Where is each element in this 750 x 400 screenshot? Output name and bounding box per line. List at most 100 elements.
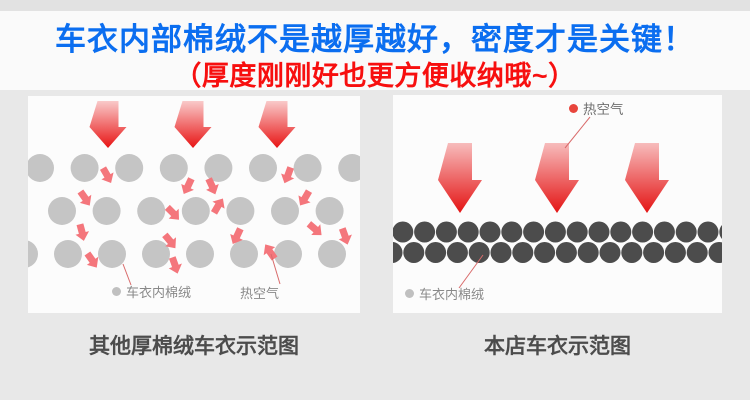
banner: 车衣内部棉绒不是越厚越好，密度才是关键！ （厚度刚刚好也更方便收纳哦~） bbox=[0, 11, 750, 91]
hot-air-arrow bbox=[438, 143, 482, 213]
deflected-air-arrow-icon bbox=[164, 204, 180, 220]
legend-fleece-label: 车衣内棉绒 bbox=[126, 285, 192, 300]
loose-fleece-dot bbox=[98, 240, 126, 268]
dense-fleece-dot bbox=[414, 221, 436, 243]
pointer-line bbox=[122, 263, 132, 286]
banner-subtitle: （厚度刚刚好也更方便收纳哦~） bbox=[174, 61, 576, 91]
loose-fleece-dot bbox=[92, 197, 121, 225]
panel-our-cover: 热空气 车衣内棉绒 bbox=[393, 95, 722, 313]
dense-fleece-dot bbox=[457, 221, 479, 243]
dense-fleece-dot bbox=[610, 221, 632, 243]
pointer-line bbox=[270, 253, 281, 285]
loose-fleece-dot bbox=[181, 197, 210, 225]
hot-air-arrow bbox=[535, 143, 579, 213]
panel-other-cover: 车衣内棉绒 热空气 bbox=[28, 96, 360, 313]
dense-fleece-dot bbox=[555, 242, 577, 263]
deflected-air-arrow-icon bbox=[168, 256, 182, 274]
dense-fleece-dot bbox=[632, 221, 654, 243]
deflected-air-arrow-icon bbox=[181, 177, 195, 194]
deflected-air-arrow-icon bbox=[77, 189, 92, 206]
fleece-bullet-icon bbox=[112, 287, 121, 296]
deflected-air-arrow-icon bbox=[263, 244, 278, 261]
top-strip bbox=[0, 0, 750, 11]
dense-fleece-dot bbox=[697, 221, 719, 243]
loose-fleece-dot bbox=[186, 240, 214, 268]
dense-fleece-dot bbox=[523, 221, 545, 243]
hot-air-arrow bbox=[625, 143, 669, 213]
dense-fleece-dot bbox=[686, 242, 708, 263]
hot-air-bullet-icon bbox=[569, 103, 578, 113]
deflected-air-arrow-icon bbox=[281, 166, 295, 184]
fleece-bullet-icon bbox=[405, 289, 414, 298]
dense-fleece-dot bbox=[534, 242, 556, 263]
deflected-air-arrow-icon bbox=[205, 177, 219, 195]
deflected-air-arrow-icon bbox=[99, 166, 114, 184]
loose-fleece-dot bbox=[338, 154, 360, 182]
banner-title: 车衣内部棉绒不是越厚越好，密度才是关键！ bbox=[55, 22, 695, 57]
deflected-air-arrow-icon bbox=[210, 198, 225, 215]
dense-fleece-dot bbox=[544, 221, 566, 243]
loose-fleece-dot bbox=[159, 154, 188, 182]
dense-fleece-dot bbox=[588, 221, 610, 243]
loose-fleece-dot bbox=[318, 240, 346, 268]
loose-fleece-dot bbox=[142, 240, 170, 268]
dense-fleece-dot bbox=[664, 242, 686, 263]
loose-fleece-dot bbox=[293, 154, 322, 182]
dense-fleece-dot bbox=[479, 221, 501, 243]
legend-hot-air-right: 热空气 bbox=[569, 98, 624, 118]
deflected-air-arrow-icon bbox=[338, 227, 352, 245]
dense-fleece-dot bbox=[653, 221, 675, 243]
loose-fleece-dot bbox=[48, 197, 76, 225]
loose-fleece-dot bbox=[226, 197, 255, 225]
loose-fleece-dot bbox=[28, 154, 54, 182]
dense-fleece-dot bbox=[435, 221, 457, 243]
dense-fleece-dot bbox=[621, 242, 643, 263]
deflected-air-arrow-icon bbox=[84, 251, 99, 268]
legend-fleece-left: 车衣内棉绒 bbox=[112, 282, 191, 301]
deflected-air-arrow-icon bbox=[162, 232, 177, 249]
loose-fleece-dot bbox=[54, 240, 82, 268]
hot-air-arrow bbox=[174, 101, 212, 148]
legend-fleece-right: 车衣内棉绒 bbox=[405, 284, 484, 303]
legend-fleece-label: 车衣内棉绒 bbox=[419, 287, 485, 302]
dense-fleece-dot bbox=[490, 242, 512, 263]
caption-our-cover: 本店车衣示范图 bbox=[484, 335, 631, 358]
deflected-air-arrow-icon bbox=[75, 223, 90, 241]
loose-fleece-dot bbox=[204, 154, 233, 182]
legend-hot-air-left: 热空气 bbox=[240, 283, 279, 302]
loose-fleece-dot bbox=[271, 197, 299, 225]
loose-fleece-dot bbox=[28, 240, 38, 268]
pointer-line bbox=[564, 116, 591, 149]
dense-fleece-dot bbox=[566, 221, 588, 243]
caption-other-cover: 其他厚棉绒车衣示范图 bbox=[89, 335, 299, 358]
loose-fleece-dot bbox=[315, 197, 344, 225]
loose-fleece-dot bbox=[137, 197, 166, 225]
deflected-air-arrow-icon bbox=[306, 221, 322, 236]
dense-fleece-dot bbox=[403, 242, 425, 263]
pointer-line bbox=[458, 254, 484, 289]
legend-air-label: 热空气 bbox=[583, 102, 624, 117]
loose-fleece-dot bbox=[70, 154, 99, 182]
loose-fleece-dot bbox=[249, 154, 277, 182]
deflected-air-arrow-icon bbox=[230, 227, 244, 244]
dense-fleece-dot bbox=[446, 242, 468, 263]
dense-fleece-dot bbox=[512, 242, 534, 263]
dense-fleece-dot bbox=[501, 221, 523, 243]
loose-fleece-diagram bbox=[28, 101, 360, 286]
loose-fleece-dot bbox=[230, 240, 258, 268]
loose-fleece-dot bbox=[115, 154, 144, 182]
dense-fleece-dot bbox=[577, 242, 599, 263]
loose-fleece-dot bbox=[274, 240, 302, 268]
dense-fleece-dot bbox=[719, 224, 722, 240]
dense-fleece-dot bbox=[393, 221, 414, 243]
dense-fleece-dot bbox=[708, 242, 722, 263]
dense-fleece-dot bbox=[468, 242, 490, 263]
dense-fleece-diagram bbox=[393, 116, 722, 289]
dense-fleece-dot bbox=[425, 242, 447, 263]
dense-fleece-dot bbox=[675, 221, 697, 243]
dense-fleece-dot bbox=[599, 242, 621, 263]
hot-air-arrow bbox=[89, 101, 127, 148]
legend-air-label: 热空气 bbox=[240, 286, 280, 301]
deflected-air-arrow-icon bbox=[298, 189, 313, 206]
